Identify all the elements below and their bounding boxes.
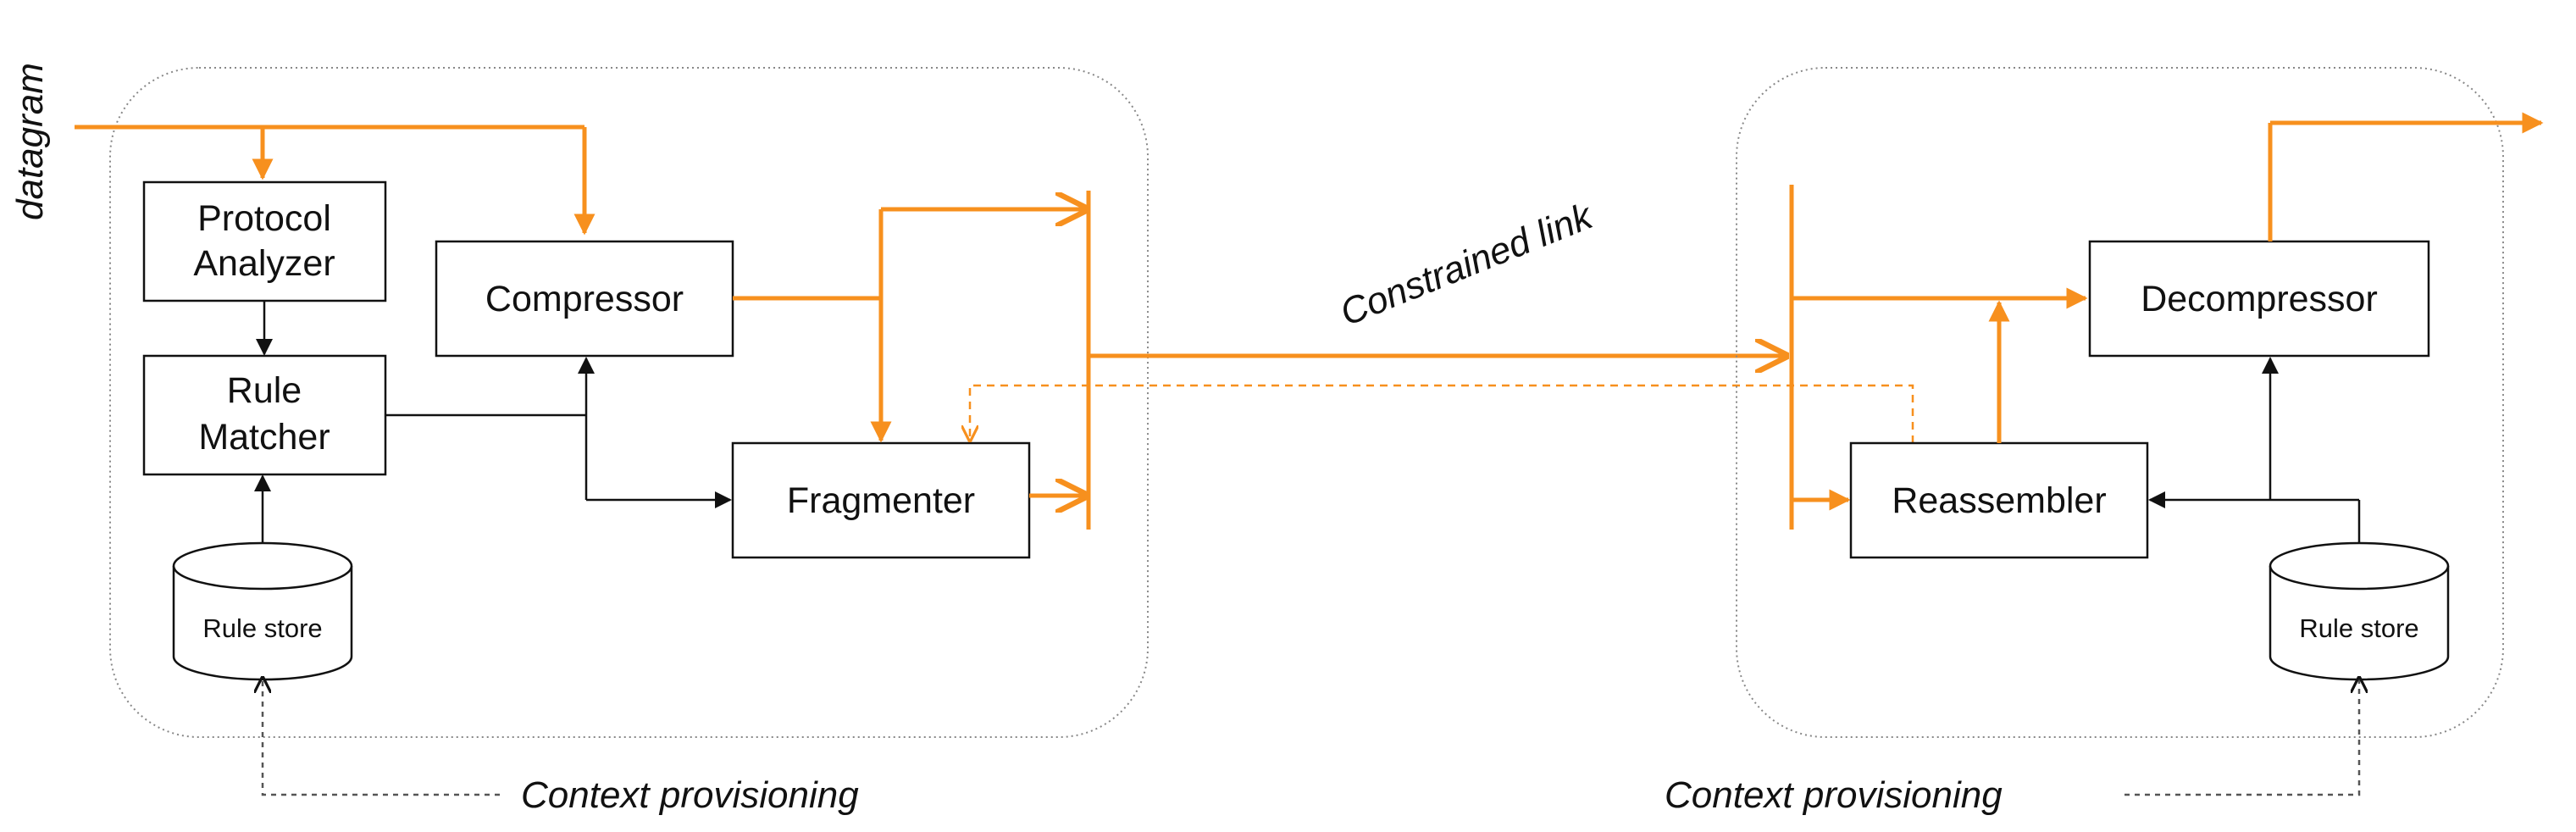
receiver-control-lines: [2148, 357, 2361, 543]
compressor-box: Compressor: [435, 240, 734, 358]
matcher-control-lines: [385, 357, 732, 508]
fragmenter-box: Fragmenter: [731, 441, 1031, 559]
receiver-container: [1736, 67, 2504, 738]
svg-text:Fragmenter: Fragmenter: [787, 480, 975, 521]
datagram-input-path: [75, 125, 596, 236]
decompressor-output-path: [2268, 112, 2544, 241]
receiver-provisioning-label: Context provisioning: [1665, 774, 2003, 816]
svg-text:Reassembler: Reassembler: [1892, 480, 2106, 521]
rule-matcher-box: Rule Matcher: [142, 354, 387, 476]
svg-text:Protocol: Protocol: [197, 198, 331, 239]
sender-provisioning-label: Context provisioning: [521, 774, 859, 816]
reassembler-feedback-path: [970, 384, 1914, 443]
receiver-rule-store: Rule store: [2269, 541, 2450, 681]
svg-text:Matcher: Matcher: [198, 417, 330, 458]
reassembler-box: Reassembler: [1849, 441, 2149, 559]
sender-rule-store: Rule store: [172, 541, 353, 681]
datagram-label: datagram: [9, 63, 51, 220]
svg-text:Rule: Rule: [227, 370, 302, 411]
decompressor-box: Decompressor: [2088, 240, 2430, 358]
svg-text:Rule store: Rule store: [202, 613, 322, 643]
svg-text:Decompressor: Decompressor: [2141, 279, 2378, 319]
svg-text:Compressor: Compressor: [485, 279, 684, 319]
receiver-provisioning-path: [2125, 678, 2359, 796]
constrained-link-label: Constrained link: [1334, 195, 1599, 334]
svg-text:Rule store: Rule store: [2299, 613, 2418, 643]
svg-text:Analyzer: Analyzer: [193, 243, 335, 284]
compressor-output-path: [733, 209, 1086, 443]
protocol-analyzer-box: Protocol Analyzer: [142, 180, 387, 302]
sender-provisioning-path: [263, 678, 500, 796]
